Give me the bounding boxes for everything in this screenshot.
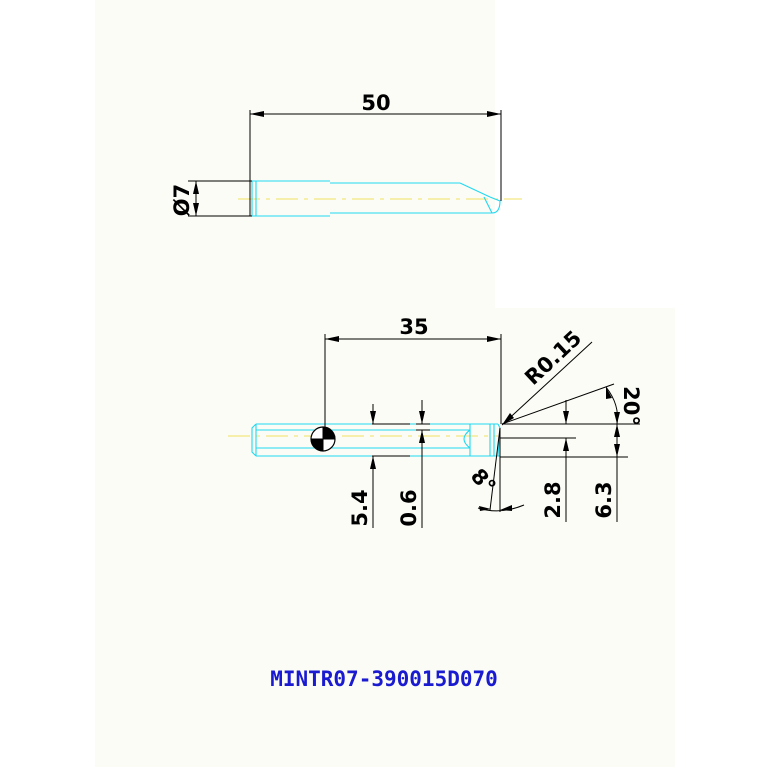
dim-2-8 (500, 400, 576, 522)
dim-label-2-8: 2.8 (541, 481, 565, 518)
dim-6-3 (500, 424, 628, 522)
paper-main (95, 308, 675, 767)
dim-diameter-7 (188, 180, 252, 217)
paper-top (95, 0, 495, 308)
top-view: 50 Ø7 (170, 91, 522, 217)
dim-label-6-3: 6.3 (592, 481, 616, 518)
top-view-outline (251, 180, 501, 217)
part-number: MINTR07-390015D070 (270, 667, 498, 691)
dim-label-35: 35 (399, 315, 428, 339)
dim-label-0-6: 0.6 (397, 489, 421, 526)
dim-label-angle-20: 20° (619, 386, 643, 426)
dim-0-6 (416, 400, 430, 528)
dim-radius-leader (501, 341, 593, 426)
dim-5-4 (370, 404, 410, 528)
paper-bottom-strip (275, 757, 675, 767)
dim-length-35 (324, 334, 502, 428)
dim-length-50 (249, 110, 502, 216)
dim-label-5-4: 5.4 (348, 489, 372, 526)
dim-label-diameter-7: Ø7 (170, 184, 194, 216)
dim-angle-8 (477, 427, 525, 512)
dim-label-50: 50 (361, 91, 390, 115)
section-circle (310, 426, 336, 452)
